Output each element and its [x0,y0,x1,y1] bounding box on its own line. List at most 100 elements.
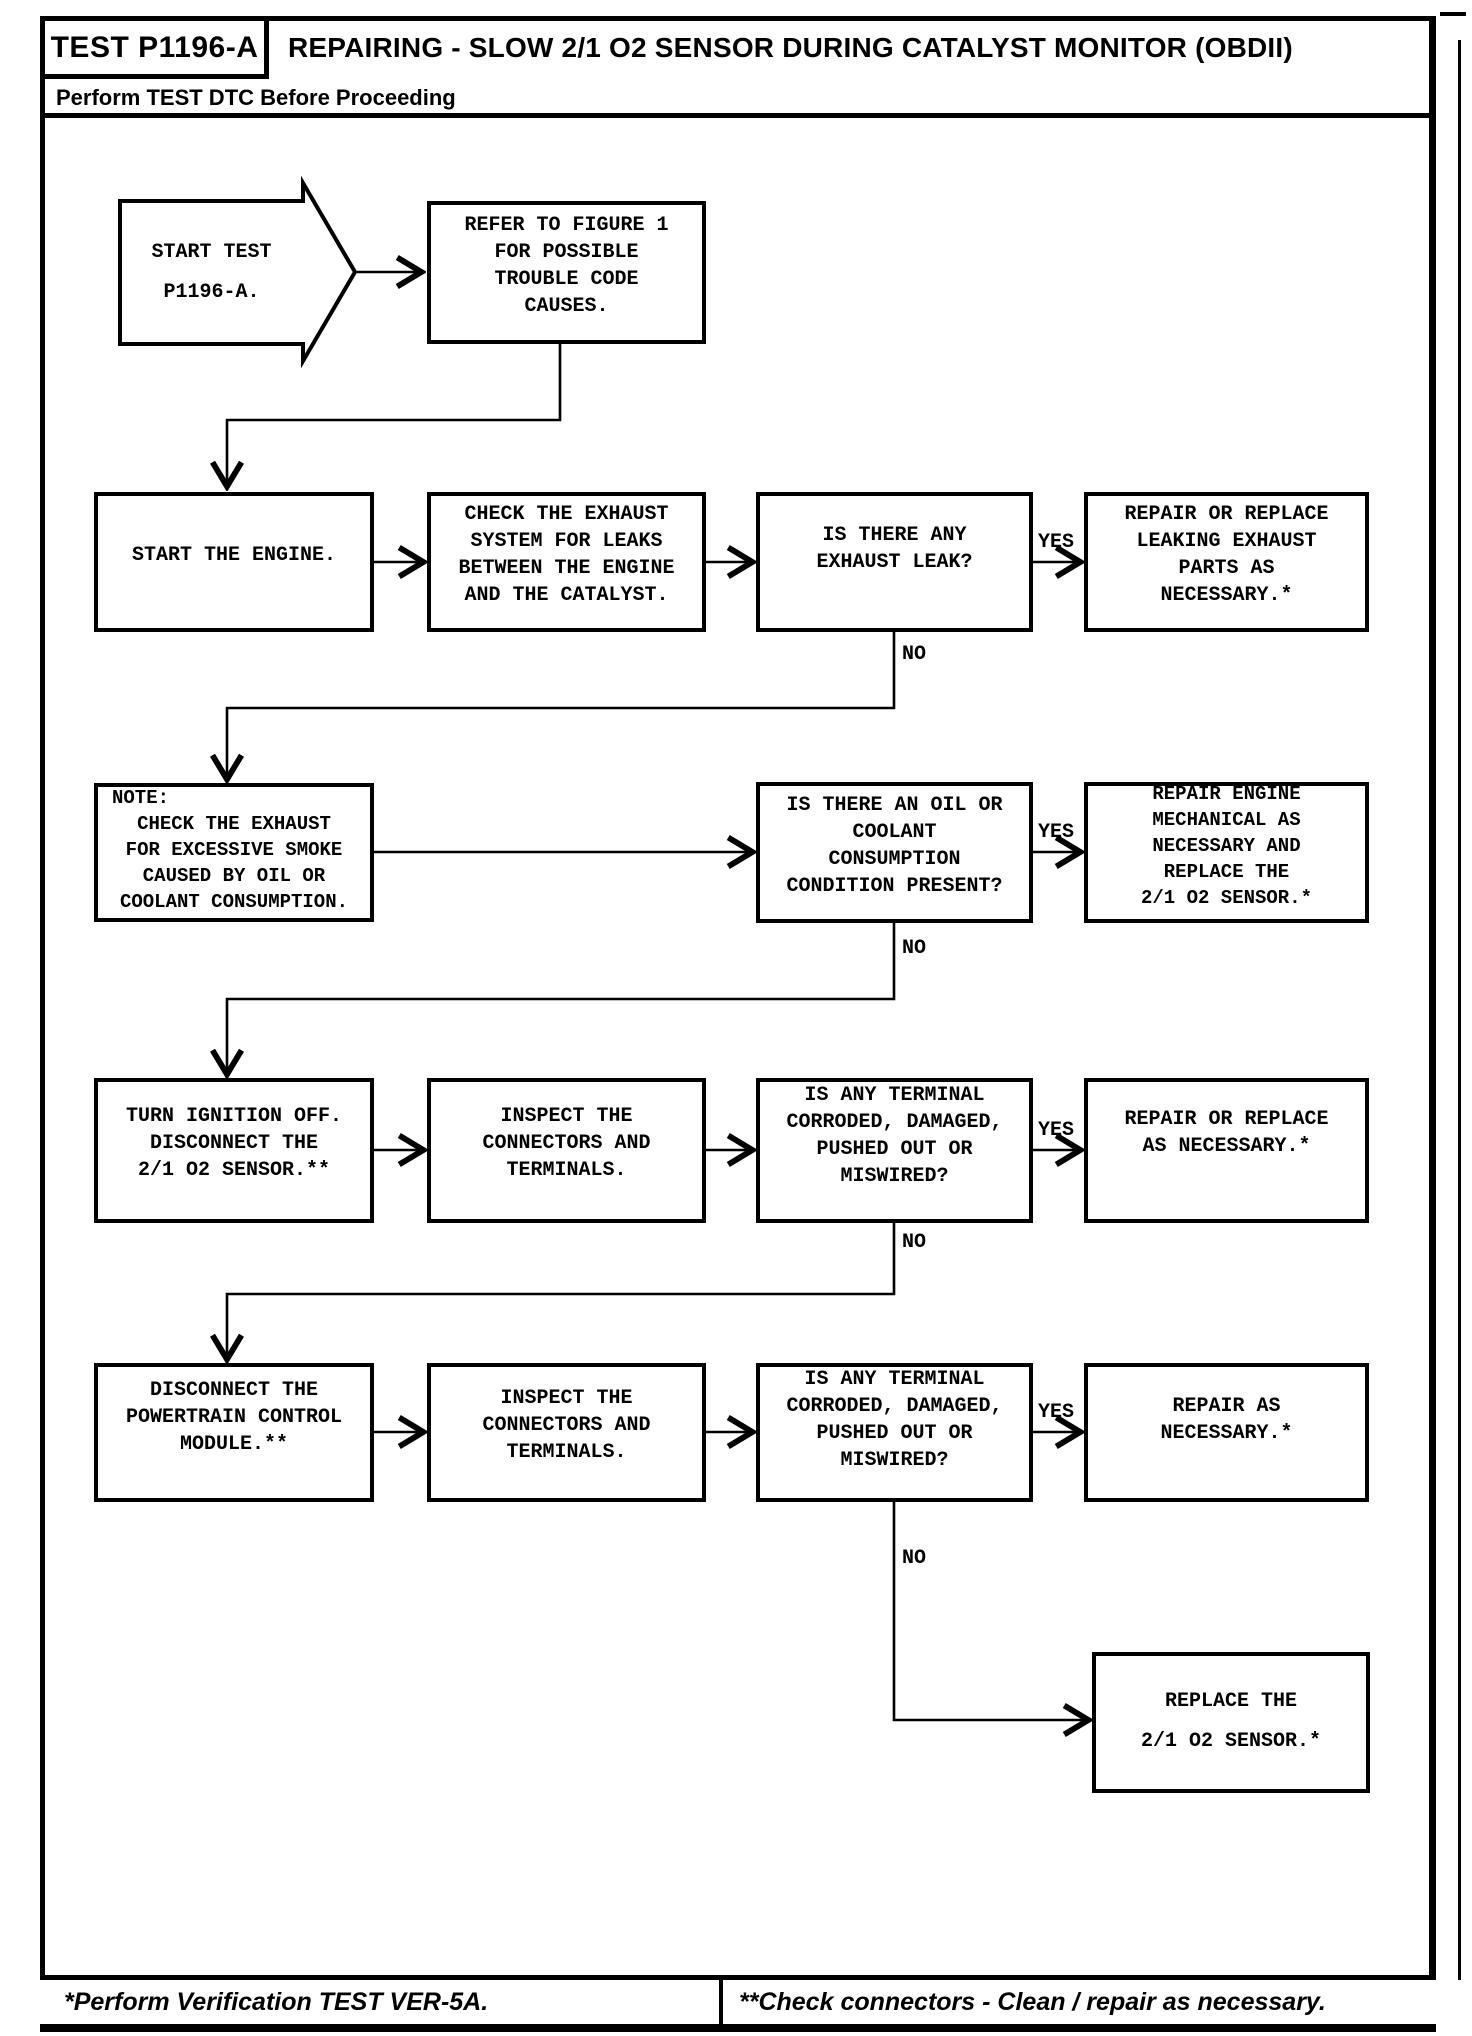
branch-label-yes-3: YES [1038,1119,1075,1142]
node-terminal-question-1: IS ANY TERMINAL CORRODED, DAMAGED, PUSHE… [756,1078,1033,1223]
test-id-box: TEST P1196-A [40,16,269,79]
footnote-connectors: **Check connectors - Clean / repair as n… [739,1987,1326,2016]
node-text: CONNECTORS AND [482,1132,651,1155]
scan-artifact-right-edge [1458,40,1461,1980]
node-text: DISCONNECT THE [149,1132,319,1155]
node-text: CAUSED BY OIL OR [142,864,326,887]
node-repair-engine: REPAIR ENGINE MECHANICAL AS NECESSARY AN… [1084,782,1369,923]
node-text: COOLANT [852,820,937,844]
node-text: CAUSES. [524,294,609,318]
node-text: 2/1 O2 SENSOR.** [137,1159,331,1182]
node-text: CONNECTORS AND [482,1414,651,1437]
elbow-no-oil [227,922,896,1072]
node-text: LEAKING EXHAUST [1136,530,1317,553]
branch-label-yes-4: YES [1038,1401,1075,1424]
node-text: IS ANY TERMINAL [804,1083,985,1107]
node-text: EXHAUST LEAK? [816,551,973,574]
node-repair-necessary: REPAIR AS NECESSARY.* [1084,1363,1369,1502]
branch-label-no-4: NO [902,1547,927,1570]
node-text: INSPECT THE [500,1387,633,1410]
node-text: POWERTRAIN CONTROL [125,1406,343,1429]
node-oil-coolant-question: IS THERE AN OIL OR COOLANT CONSUMPTION C… [756,782,1033,923]
node-text: START TEST [151,241,272,264]
node-text: DISCONNECT THE [149,1379,319,1402]
node-repair-or-replace: REPAIR OR REPLACE AS NECESSARY.* [1084,1078,1369,1223]
node-text: MECHANICAL AS [1152,808,1301,831]
node-inspect-connectors-2: INSPECT THE CONNECTORS AND TERMINALS. [427,1363,706,1502]
elbow-no-term1 [227,1223,896,1357]
node-note-smoke: NOTE: CHECK THE EXHAUST FOR EXCESSIVE SM… [94,783,374,922]
node-text: START THE ENGINE. [131,543,337,567]
branch-label-yes-1: YES [1038,531,1075,554]
node-start-engine: START THE ENGINE. [94,492,374,632]
node-text: CHECK THE EXHAUST [137,812,331,835]
node-text: REPAIR AS [1172,1394,1281,1418]
node-start-test: START TEST P1196-A. [120,201,303,344]
node-terminal-question-2: IS ANY TERMINAL CORRODED, DAMAGED, PUSHE… [756,1363,1033,1502]
node-text: SYSTEM FOR LEAKS [470,530,663,553]
node-refer-figure: REFER TO FIGURE 1 FOR POSSIBLE TROUBLE C… [427,201,706,344]
node-text: IS THERE ANY [822,524,967,547]
branch-label-no-2: NO [902,937,927,960]
start-pentagon-shape [118,175,358,369]
node-text: REPLACE THE [1163,860,1290,883]
node-inspect-connectors-1: INSPECT THE CONNECTORS AND TERMINALS. [427,1078,706,1223]
node-text: INSPECT THE [500,1105,633,1128]
elbow-no-to-replace [892,1502,1086,1720]
page-border [40,16,1436,2032]
node-text: CORRODED, DAMAGED, [786,1110,1003,1134]
footnote-cell-2: **Check connectors - Clean / repair as n… [723,1980,1436,2024]
node-text: MODULE.** [179,1433,289,1456]
node-text: REPAIR ENGINE [1152,782,1301,805]
node-repair-exhaust: REPAIR OR REPLACE LEAKING EXHAUST PARTS … [1084,492,1369,632]
node-text: 2/1 O2 SENSOR.* [1140,886,1313,909]
node-text: PUSHED OUT OR [816,1421,973,1445]
node-text: FOR POSSIBLE [494,240,639,264]
node-text: AND THE CATALYST. [464,584,669,607]
node-text: NECESSARY AND [1152,834,1301,857]
node-text: PARTS AS [1178,557,1275,580]
test-id: TEST P1196-A [50,30,259,64]
node-text: REPAIR OR REPLACE [1124,1107,1329,1131]
node-text: P1196-A. [163,281,260,304]
node-disconnect-pcm: DISCONNECT THE POWERTRAIN CONTROL MODULE… [94,1363,374,1502]
node-text: AS NECESSARY.* [1142,1134,1311,1158]
branch-label-no-1: NO [902,643,927,666]
footnote-cell-1: *Perform Verification TEST VER-5A. [40,1980,723,2024]
node-text: TERMINALS. [506,1159,627,1182]
node-text: BETWEEN THE ENGINE [458,557,675,580]
branch-label-no-3: NO [902,1231,927,1254]
node-text: IS ANY TERMINAL [804,1367,985,1391]
note-heading: NOTE: [112,786,170,809]
node-text: FOR EXCESSIVE SMOKE [125,838,343,861]
scan-artifact-top-dash [1440,12,1466,16]
node-text: CONDITION PRESENT? [786,874,1003,898]
node-text: REPLACE THE [1164,1690,1298,1713]
node-text: PUSHED OUT OR [816,1137,973,1161]
elbow-refer-to-engine [227,344,562,484]
footnote-verification: *Perform Verification TEST VER-5A. [64,1987,489,2016]
node-text: TURN IGNITION OFF. [125,1105,343,1128]
node-text: CONSUMPTION [828,847,961,871]
node-text: REPAIR OR REPLACE [1124,503,1329,526]
page-subtitle: Perform TEST DTC Before Proceeding [56,85,456,110]
node-text: MISWIRED? [840,1164,949,1188]
node-check-exhaust: CHECK THE EXHAUST SYSTEM FOR LEAKS BETWE… [427,492,706,632]
node-ignition-off: TURN IGNITION OFF. DISCONNECT THE 2/1 O2… [94,1078,374,1223]
node-text: TROUBLE CODE [494,267,639,291]
node-text: TERMINALS. [506,1441,627,1464]
elbow-no-leak [227,632,896,777]
header-divider [40,113,1436,118]
node-text: IS THERE AN OIL OR [786,793,1003,817]
footnote-bar: *Perform Verification TEST VER-5A. **Che… [40,1975,1436,2024]
node-text: NECESSARY.* [1160,1421,1293,1445]
node-text: CHECK THE EXHAUST [464,503,669,526]
page-title: REPAIRING - SLOW 2/1 O2 SENSOR DURING CA… [288,32,1293,63]
node-text: NECESSARY.* [1160,584,1293,607]
branch-label-yes-2: YES [1038,821,1075,844]
node-text: MISWIRED? [840,1448,949,1472]
node-text: 2/1 O2 SENSOR.* [1140,1730,1322,1753]
node-text: REFER TO FIGURE 1 [464,213,669,237]
